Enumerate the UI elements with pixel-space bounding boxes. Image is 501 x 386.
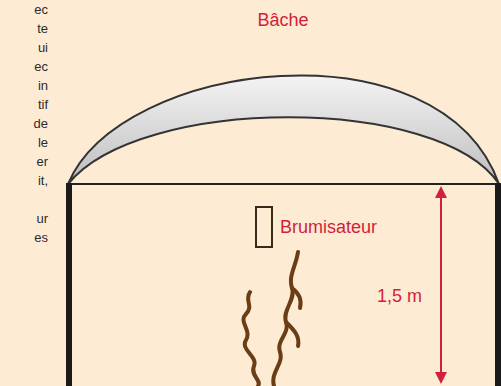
text-fragment: tif: [38, 97, 48, 112]
text-fragment: ec: [34, 59, 48, 74]
text-fragment: it,: [38, 173, 48, 188]
text-fragment: ur: [36, 211, 48, 226]
text-fragment: te: [37, 21, 48, 36]
mister: [256, 207, 272, 247]
text-fragment: er: [36, 154, 48, 169]
text-fragment: ec: [34, 2, 48, 17]
tarp: [68, 75, 499, 184]
post: [66, 183, 72, 386]
height-dimension: 1,5 m: [375, 286, 424, 307]
text-fragment: le: [38, 135, 48, 150]
text-fragment: de: [34, 116, 48, 131]
tarp-label: Bâche: [257, 10, 308, 31]
post: [495, 183, 501, 386]
dimension-arrow: [435, 186, 447, 384]
mister-label: Brumisateur: [280, 217, 377, 238]
text-fragment: es: [34, 230, 48, 245]
beam: [68, 183, 499, 185]
plant: [243, 252, 300, 386]
text-fragment: in: [38, 78, 48, 93]
text-fragment: ui: [38, 40, 48, 55]
